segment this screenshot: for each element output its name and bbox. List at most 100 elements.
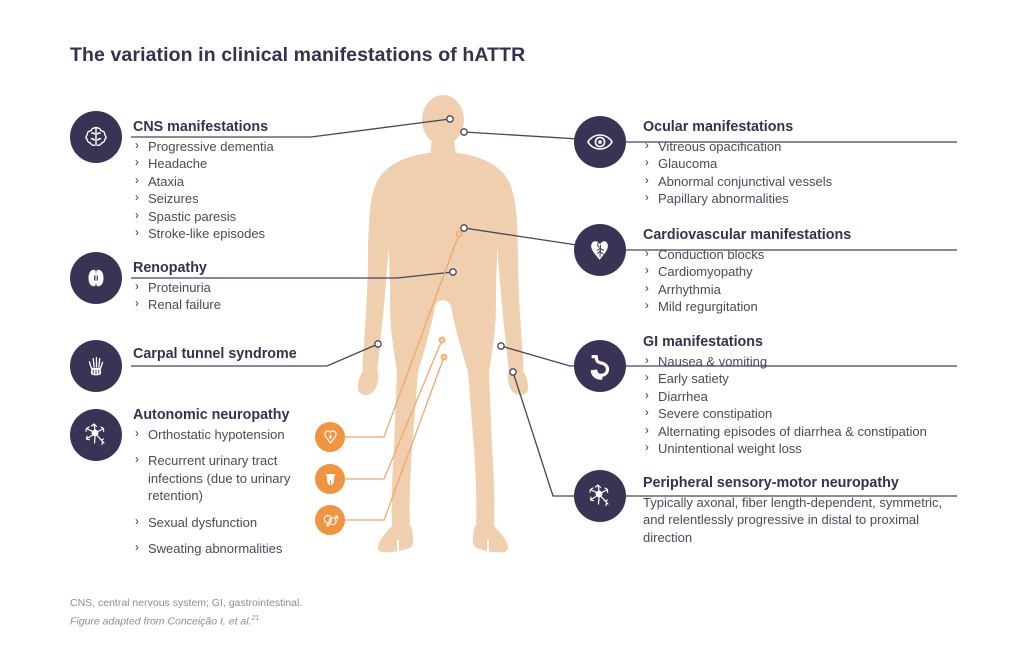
kidney-icon — [88, 269, 104, 287]
list-item: ›Recurrent urinary tract infections (due… — [135, 453, 291, 504]
list-item: ›Seizures — [135, 191, 199, 207]
list-item: ›Spastic paresis — [135, 208, 237, 224]
chevron-icon: › — [135, 209, 139, 222]
section-ocular: Ocular manifestations ›Vitreous opacific… — [643, 118, 832, 208]
section-renopathy: Renopathy ›Proteinuria ›Renal failure — [133, 259, 221, 314]
list-item: ›Progressive dementia — [135, 139, 274, 154]
chevron-icon: › — [645, 157, 649, 170]
peripheral-neuropathy-heading: Peripheral sensory-motor neuropathy — [643, 475, 899, 491]
footnote-abbreviations: CNS, central nervous system; GI, gastroi… — [70, 597, 303, 609]
chevron-icon: › — [135, 227, 139, 240]
chevron-icon: › — [645, 140, 649, 152]
page-title: The variation in clinical manifestations… — [70, 44, 526, 66]
section-autonomic-neuropathy: Autonomic neuropathy ›Orthostatic hypote… — [133, 406, 313, 557]
chevron-icon: › — [645, 407, 649, 420]
section-cns: CNS manifestations ›Progressive dementia… — [133, 118, 274, 242]
list-item: ›Renal failure — [135, 297, 221, 313]
list-item: ›Abnormal conjunctival vessels — [645, 173, 833, 189]
neuron-icon — [589, 484, 609, 506]
footnote: CNS, central nervous system; GI, gastroi… — [70, 596, 302, 630]
list-item: ›Papillary abnormalities — [645, 191, 789, 207]
cardiovascular-icon-circle — [574, 224, 626, 276]
eye-icon — [587, 134, 613, 150]
carpal-tunnel-icon-circle — [70, 340, 122, 392]
chevron-icon: › — [135, 174, 139, 187]
autonomic-neuropathy-heading: Autonomic neuropathy — [133, 407, 290, 423]
chevron-icon: › — [645, 282, 649, 295]
list-item: ›Early satiety — [645, 371, 729, 387]
cns-heading: CNS manifestations — [133, 119, 269, 135]
chevron-icon: › — [645, 300, 649, 313]
autonomic-neuropathy-icon-circle — [70, 409, 122, 461]
connector-lines-orange — [345, 233, 460, 521]
list-item: ›Cardiomyopathy — [645, 264, 753, 280]
heart-outline-icon — [323, 429, 337, 444]
autonomic-bladder-icon-circle — [315, 464, 345, 494]
list-item: ›Alternating episodes of diarrhea & cons… — [645, 423, 927, 439]
section-peripheral-neuropathy: Peripheral sensory-motor neuropathy Typi… — [643, 474, 955, 546]
ocular-bullet-list: ›Vitreous opacification ›Glaucoma ›Abnor… — [643, 138, 832, 208]
heart-icon — [591, 241, 608, 260]
list-item: ›Proteinuria — [135, 280, 211, 295]
footnote-reference-number: 21 — [251, 615, 260, 622]
renopathy-icon-circle — [70, 252, 122, 304]
chevron-icon: › — [135, 515, 139, 528]
peripheral-neuropathy-description: Typically axonal, fiber length-dependent… — [643, 495, 943, 545]
autonomic-neuropathy-bullet-list: ›Orthostatic hypotension ›Recurrent urin… — [133, 426, 313, 557]
chevron-icon: › — [645, 265, 649, 278]
autonomic-gender-icon-circle — [315, 505, 345, 535]
list-item: ›Conduction blocks — [645, 247, 765, 262]
gi-icon-circle — [574, 340, 626, 392]
list-item: ›Stroke-like episodes — [135, 226, 266, 242]
chevron-icon: › — [645, 442, 649, 455]
chevron-icon: › — [645, 192, 649, 205]
stomach-icon — [590, 355, 610, 380]
cns-bullet-list: ›Progressive dementia ›Headache ›Ataxia … — [133, 138, 274, 242]
chevron-icon: › — [645, 174, 649, 187]
ocular-icon-circle — [574, 116, 626, 168]
autonomic-heart-icon-circle — [315, 422, 345, 452]
list-item: ›Sweating abnormalities — [135, 541, 283, 557]
list-item: ›Severe constipation — [645, 406, 773, 422]
list-item: ›Nausea & vomiting — [645, 354, 768, 369]
cardiovascular-bullet-list: ›Conduction blocks ›Cardiomyopathy ›Arrh… — [643, 246, 851, 316]
chevron-icon: › — [135, 192, 139, 205]
chevron-icon: › — [135, 298, 139, 311]
chevron-icon: › — [645, 424, 649, 437]
list-item: ›Vitreous opacification — [645, 139, 782, 154]
chevron-icon: › — [135, 140, 139, 152]
chevron-icon: › — [135, 157, 139, 170]
bladder-icon — [325, 473, 335, 485]
connector-endpoints-navy — [374, 115, 517, 376]
cns-icon-circle — [70, 111, 122, 163]
human-body-silhouette — [358, 95, 528, 553]
list-item: ›Orthostatic hypotension — [135, 427, 285, 442]
gi-bullet-list: ›Nausea & vomiting ›Early satiety ›Diarr… — [643, 353, 927, 457]
section-gi: GI manifestations ›Nausea & vomiting ›Ea… — [643, 333, 927, 457]
gi-heading: GI manifestations — [643, 334, 763, 350]
chevron-icon: › — [135, 542, 139, 555]
ocular-heading: Ocular manifestations — [643, 119, 794, 135]
hand-xray-icon — [88, 356, 104, 376]
section-carpal-tunnel: Carpal tunnel syndrome — [133, 345, 297, 365]
list-item: ›Glaucoma — [645, 156, 718, 172]
gender-symbols-icon — [323, 514, 339, 527]
chevron-icon: › — [645, 372, 649, 385]
chevron-icon: › — [645, 248, 649, 260]
chevron-icon: › — [135, 428, 139, 440]
list-item: ›Ataxia — [135, 173, 185, 189]
list-item: ›Sexual dysfunction — [135, 514, 258, 530]
carpal-tunnel-heading: Carpal tunnel syndrome — [133, 346, 297, 362]
list-item: ›Arrhythmia — [645, 281, 721, 297]
chevron-icon: › — [135, 454, 139, 467]
connector-endpoints-orange — [438, 230, 463, 361]
peripheral-neuropathy-icon-circle — [574, 470, 626, 522]
renopathy-heading: Renopathy — [133, 260, 207, 276]
brain-icon — [85, 126, 107, 146]
list-item: ›Unintentional weight loss — [645, 441, 802, 457]
chevron-icon: › — [645, 355, 649, 367]
chevron-icon: › — [135, 281, 139, 293]
neuron-icon — [85, 423, 105, 445]
section-cardiovascular: Cardiovascular manifestations ›Conductio… — [643, 226, 851, 316]
